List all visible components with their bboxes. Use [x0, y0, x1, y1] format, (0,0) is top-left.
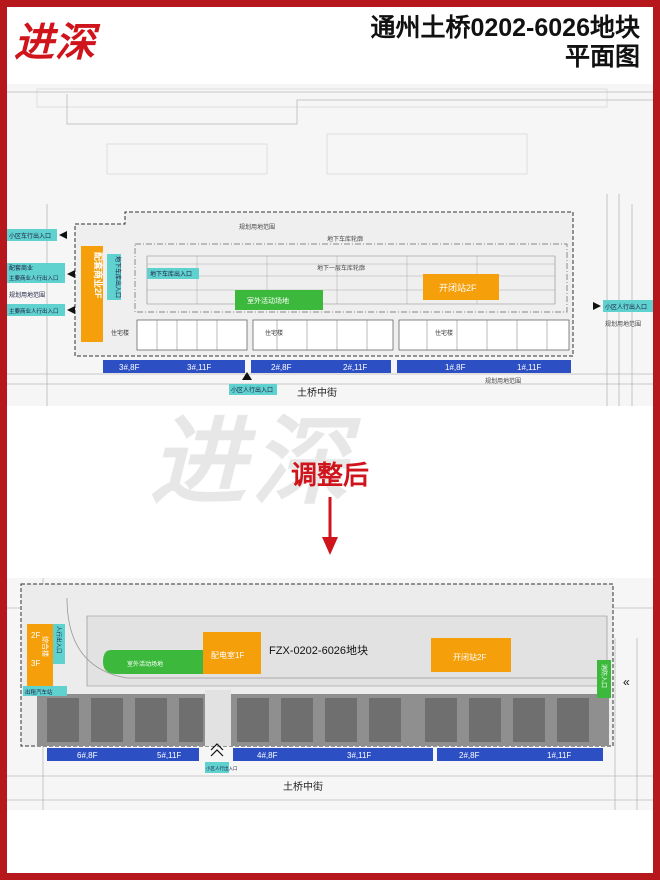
entrance-tag-after-2: 小区人行出入口	[206, 765, 238, 772]
pedestrian-entrance-chevron-icon	[210, 743, 224, 757]
building-label-b2: 3#,11F	[187, 363, 211, 372]
complex-floor-3f: 3F	[31, 659, 40, 668]
brand-logo: 进深	[14, 10, 164, 72]
power-room-label: 配电室1F	[211, 650, 244, 660]
underground-level1-label: 地下一层车库轮廓	[317, 264, 365, 272]
switch-station-after	[431, 638, 511, 672]
switch-station	[423, 274, 499, 300]
street-label-after: 土桥中街	[283, 780, 323, 793]
building-label-a1: 6#,8F	[77, 751, 98, 760]
entrance-tag-9: 小区人行出入口	[231, 386, 273, 394]
residential-label-2: 住宅楼	[265, 329, 283, 337]
building-label-a5: 2#,8F	[459, 751, 480, 760]
down-arrow-icon	[322, 497, 338, 555]
residential-label-3: 住宅楼	[435, 329, 453, 337]
title-line-2: 平面图	[564, 43, 640, 71]
fire-entrance-label: 消防入口	[600, 664, 608, 688]
building-label-b6: 1#,11F	[517, 363, 541, 372]
building-label-b4: 2#,11F	[343, 363, 367, 372]
building-label-b3: 2#,8F	[271, 363, 292, 372]
building-bar-after: 6#,8F 5#,11F 4#,8F 3#,11F 2#,8F 1#,11F	[47, 748, 603, 761]
entrance-tags: 小区车行出入口 配套商业 主要商业人行出入口 规划用地范围 主要商业人行出入口 …	[7, 229, 653, 395]
power-room	[203, 632, 261, 674]
activity-area	[235, 290, 323, 310]
title-line-1: 通州土桥0202-6026地块	[370, 14, 640, 42]
plot-label: FZX-0202-6026地块	[269, 644, 368, 657]
building-label-b5: 1#,8F	[445, 363, 466, 372]
page-title: 通州土桥0202-6026地块 平面图	[370, 14, 640, 72]
switch-station-after-label: 开闭站2F	[453, 652, 486, 662]
street-label-before: 土桥中街	[297, 386, 337, 399]
commercial-block-label: 配套商业2F	[93, 252, 104, 299]
entrance-tag-7: 地下车库出入口	[150, 270, 192, 278]
activity-area-after-label: 室外活动场地	[127, 660, 163, 668]
activity-area-after	[103, 650, 207, 674]
complex-building	[27, 624, 53, 686]
site-plan-after: 2F 3F 综合楼 人行出入口 出租汽车站 室外活动场地 配电室1F FZX-0…	[7, 578, 653, 810]
site-plan-before: 住宅楼 住宅楼 住宅楼 地下车库轮廓 地下一层车库轮廓 规划用地范围 规划用地范…	[7, 84, 653, 406]
entrance-tag-1: 小区车行出入口	[9, 232, 51, 240]
planned-land-label-right: 规划用地范围	[605, 320, 641, 328]
building-label-a2: 5#,11F	[157, 751, 181, 760]
commercial-block	[81, 246, 103, 342]
entrance-tag-4: 规划用地范围	[9, 291, 45, 299]
entrance-tag-5: 主要商业人行出入口	[9, 307, 59, 315]
entrance-tag-after-1: 人行出入口	[55, 626, 63, 654]
entrance-tag-6: 地下车库出入口	[114, 256, 122, 298]
building-label-b1: 3#,8F	[119, 363, 140, 372]
underground-boundary-label: 地下车库轮廓	[327, 235, 363, 243]
entrance-tag-3: 主要商业人行出入口	[9, 274, 59, 282]
fire-entrance-arrow-icon: «	[623, 675, 630, 689]
entrance-arrows	[59, 231, 601, 380]
complex-label: 综合楼	[41, 636, 50, 657]
entrance-tag-2: 配套商业	[9, 264, 33, 272]
planned-land-label-bottom: 规划用地范围	[485, 377, 521, 385]
building-label-a4: 3#,11F	[347, 751, 371, 760]
complex-floor-2f: 2F	[31, 631, 40, 640]
building-bar-before: 3#,8F 3#,11F 2#,8F 2#,11F 1#,8F 1#,11F	[103, 360, 571, 373]
residential-label-1: 住宅楼	[111, 329, 129, 337]
building-label-a6: 1#,11F	[547, 751, 571, 760]
planned-land-label-top: 规划用地范围	[239, 223, 275, 231]
switch-station-label: 开闭站2F	[439, 282, 477, 293]
bus-stop-label: 出租汽车站	[25, 688, 53, 696]
transition-label: 调整后	[290, 460, 369, 490]
entrance-tag-8: 小区人行出入口	[605, 303, 647, 311]
logo-text: 进深	[14, 20, 96, 66]
building-label-a3: 4#,8F	[257, 751, 278, 760]
activity-area-label: 室外活动场地	[247, 296, 289, 305]
